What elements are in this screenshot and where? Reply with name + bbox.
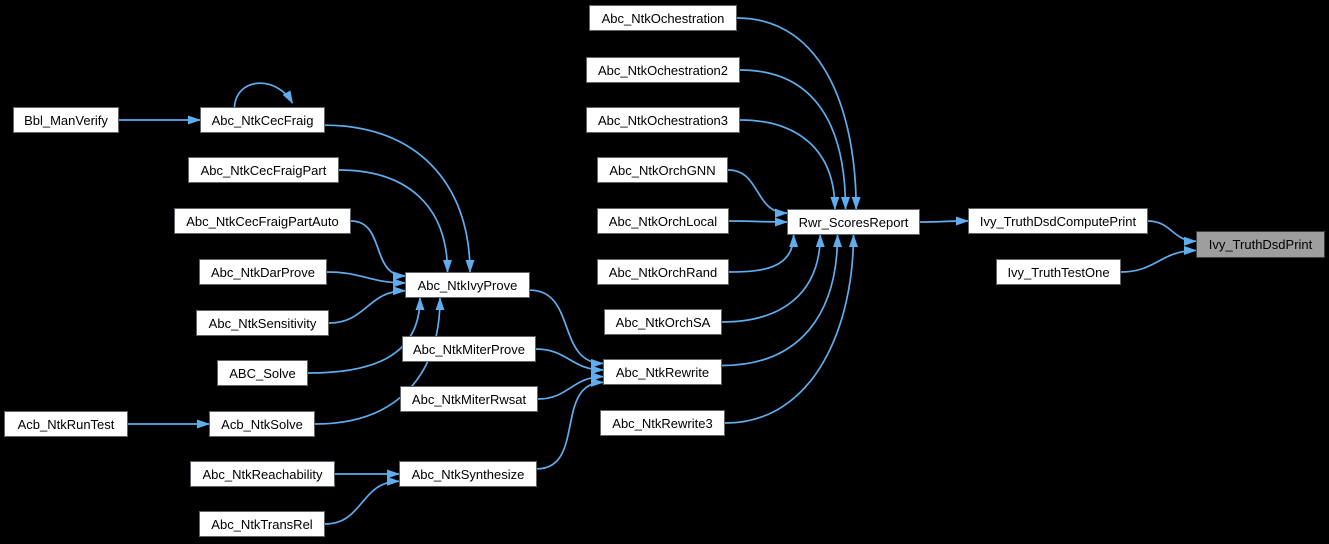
node-abc_ntkorchgnn[interactable]: Abc_NtkOrchGNN [597, 157, 728, 183]
node-ivy_truthdsdcomputeprint[interactable]: Ivy_TruthDsdComputePrint [968, 208, 1148, 234]
node-bbl_manverify[interactable]: Bbl_ManVerify [13, 107, 119, 133]
node-abc_ntksensitivity[interactable]: Abc_NtkSensitivity [196, 310, 329, 336]
node-ivy_truthdsdprint: Ivy_TruthDsdPrint [1196, 231, 1325, 258]
node-ivy_truthtestone[interactable]: Ivy_TruthTestOne [996, 259, 1121, 285]
edge-abc_solve-to-abc_ntkivyprove [307, 297, 425, 374]
edge-abc_ntksynthesize-to-abc_ntkrewrite [536, 377, 604, 470]
node-abc_ntkochestration3[interactable]: Abc_NtkOchestration3 [586, 107, 740, 133]
node-abc_ntkochestration2[interactable]: Abc_NtkOchestration2 [586, 57, 740, 83]
edge-abc_ntkdarprove-to-abc_ntkivyprove [326, 271, 406, 288]
node-abc_ntkorchlocal[interactable]: Abc_NtkOrchLocal [597, 208, 729, 234]
edge-abc_ntkcecfraigpartauto-to-abc_ntkivyprove [350, 220, 406, 281]
edge-abc_ntkorchrand-to-rwr_scoresreport [728, 234, 799, 273]
edge-abc_ntkochestration-to-rwr_scoresreport [736, 17, 861, 210]
edge-abc_ntkorchgnn-to-rwr_scoresreport [727, 169, 788, 218]
edge-rwr_scoresreport-to-ivy_truthdsdcomputeprint [919, 216, 969, 226]
node-abc_solve[interactable]: ABC_Solve [217, 360, 308, 386]
edge-abc_ntkcecfraigpart-to-abc_ntkivyprove [338, 169, 452, 273]
edge-abc_ntkochestration3-to-rwr_scoresreport [739, 119, 840, 210]
edge-abc_ntkcecfraig-self [233, 82, 294, 108]
node-acb_ntkruntest[interactable]: Acb_NtkRunTest [4, 411, 128, 437]
node-abc_ntkochestration[interactable]: Abc_NtkOchestration [589, 5, 737, 31]
edge-abc_ntktransrel-to-abc_ntksynthesize [324, 476, 400, 525]
node-abc_ntkmiterrwsat[interactable]: Abc_NtkMiterRwsat [400, 386, 538, 412]
node-acb_ntksolve[interactable]: Acb_NtkSolve [209, 411, 315, 437]
edge-abc_ntkrewrite3-to-rwr_scoresreport [724, 234, 858, 424]
edge-ivy_truthdsdcomputeprint-to-ivy_truthdsdprint [1147, 220, 1197, 246]
node-abc_ntkcecfraigpartauto[interactable]: Abc_NtkCecFraigPartAuto [174, 208, 351, 234]
edge-abc_ntkrewrite-to-rwr_scoresreport [721, 234, 843, 367]
node-abc_ntkcecfraigpart[interactable]: Abc_NtkCecFraigPart [188, 157, 339, 183]
node-abc_ntkorchrand[interactable]: Abc_NtkOrchRand [597, 259, 729, 285]
edge-ivy_truthtestone-to-ivy_truthdsdprint [1120, 245, 1197, 273]
node-abc_ntktransrel[interactable]: Abc_NtkTransRel [199, 511, 325, 537]
edge-abc_ntkmiterprove-to-abc_ntkrewrite [535, 348, 604, 375]
edge-abc_ntkorchlocal-to-rwr_scoresreport [728, 217, 788, 227]
node-abc_ntksynthesize[interactable]: Abc_NtkSynthesize [399, 461, 537, 487]
edge-abc_ntksensitivity-to-abc_ntkivyprove [328, 286, 406, 324]
node-abc_ntkivyprove[interactable]: Abc_NtkIvyProve [405, 272, 530, 298]
edge-abc_ntkmiterrwsat-to-abc_ntkrewrite [537, 372, 604, 400]
node-abc_ntkreachability[interactable]: Abc_NtkReachability [190, 461, 335, 487]
edge-abc_ntkochestration2-to-rwr_scoresreport [739, 69, 851, 210]
node-abc_ntkrewrite3[interactable]: Abc_NtkRewrite3 [600, 410, 725, 436]
node-abc_ntkcecfraig[interactable]: Abc_NtkCecFraig [200, 107, 325, 133]
edge-abc_ntkorchsa-to-rwr_scoresreport [721, 234, 825, 323]
edge-abc_ntkivyprove-to-abc_ntkrewrite [529, 289, 604, 368]
node-abc_ntkmiterprove[interactable]: Abc_NtkMiterProve [402, 336, 536, 362]
node-abc_ntkorchsa[interactable]: Abc_NtkOrchSA [604, 309, 722, 335]
edge-abc_ntkcecfraig-to-abc_ntkivyprove [324, 124, 475, 273]
node-rwr_scoresreport[interactable]: Rwr_ScoresReport [787, 209, 920, 235]
node-abc_ntkrewrite[interactable]: Abc_NtkRewrite [603, 359, 722, 385]
node-abc_ntkdarprove[interactable]: Abc_NtkDarProve [199, 259, 327, 285]
